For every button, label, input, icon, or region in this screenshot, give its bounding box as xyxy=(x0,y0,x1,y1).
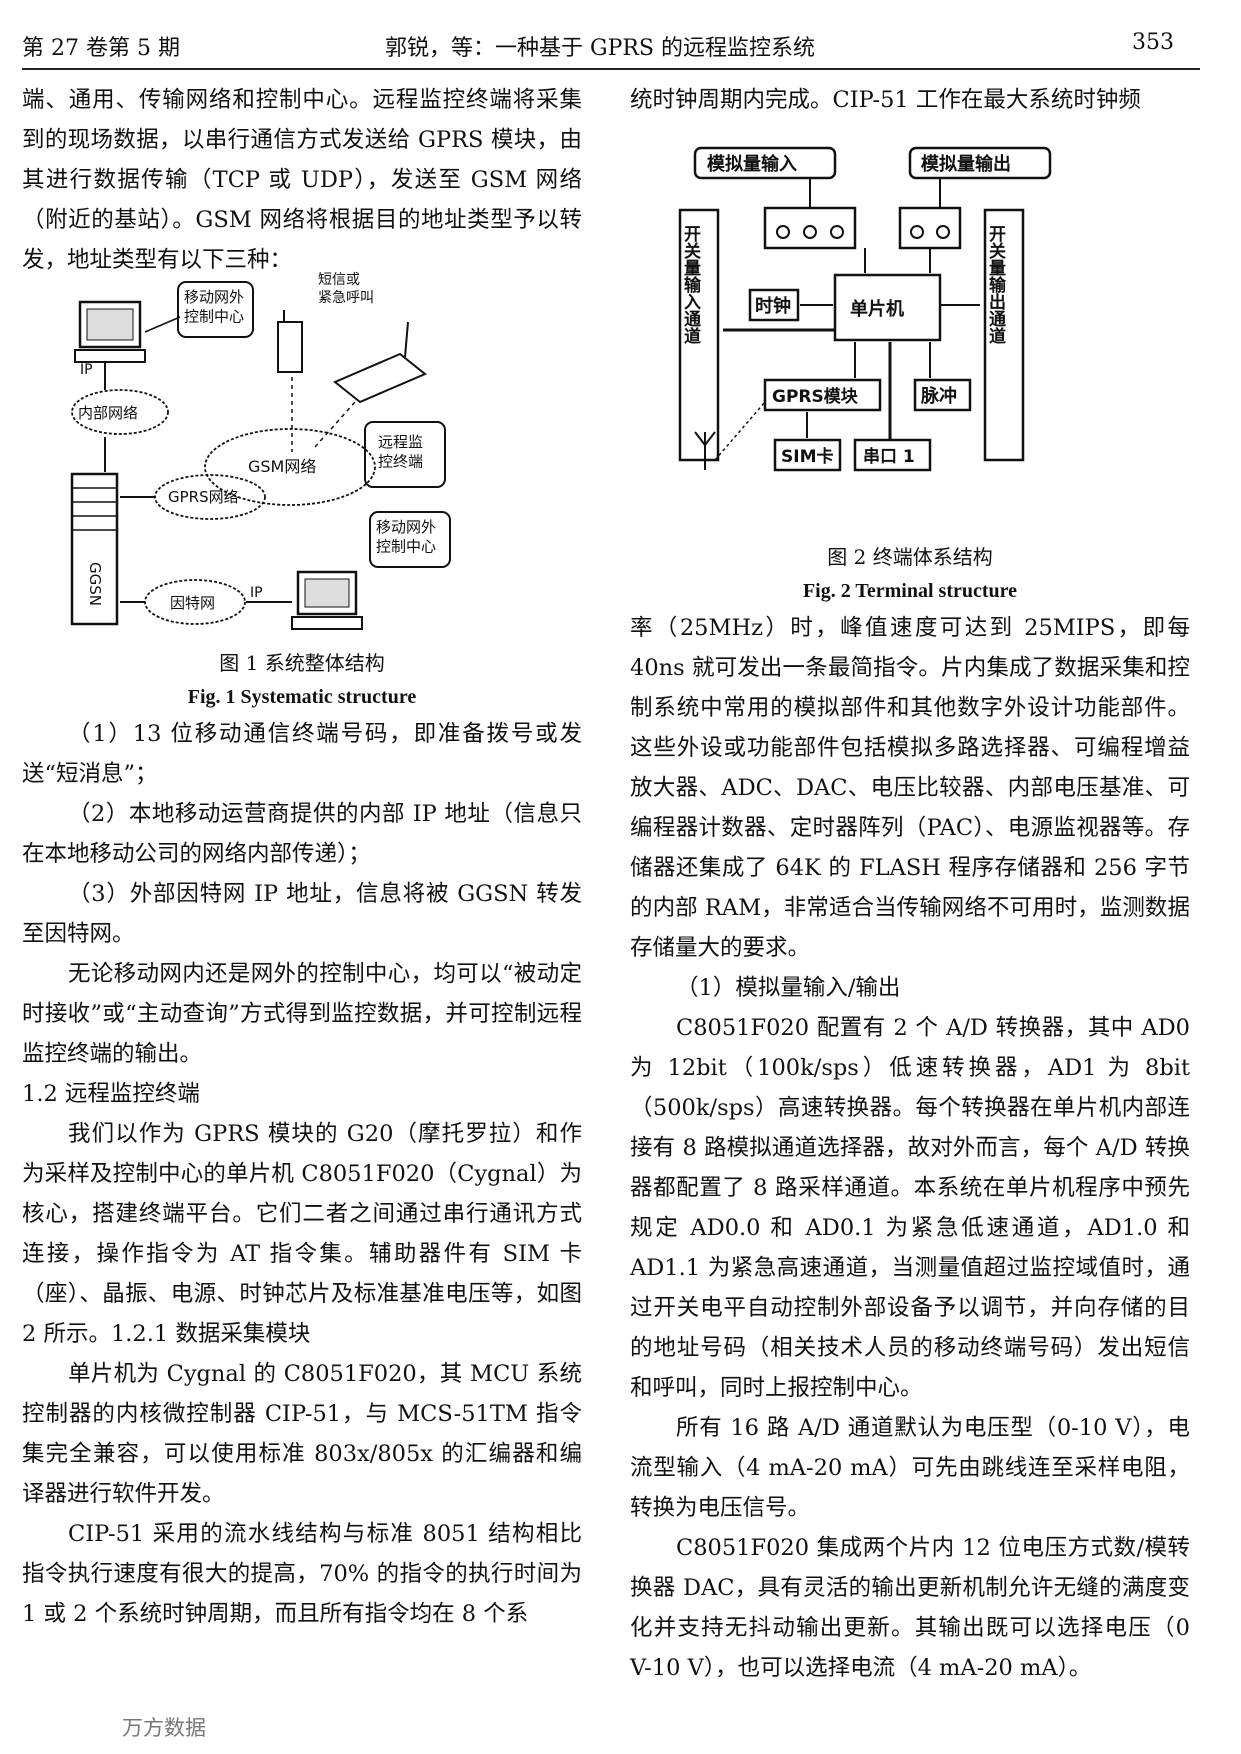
fig1-label: 远程监控终端 xyxy=(378,433,423,471)
fig2-label: 模拟量输入 xyxy=(707,153,797,175)
fig2-label: SIM卡 xyxy=(781,446,834,467)
modem-icon xyxy=(333,321,427,404)
paragraph: （2）本地移动运营商提供的内部 IP 地址（信息只在本地移动公司的网络内部传递）… xyxy=(22,801,582,867)
left-column-top: 端、通用、传输网络和控制中心。远程监控终端将采集到的现场数据，以串行通信方式发送… xyxy=(22,80,582,280)
fig2-label: 开关量输入通道 xyxy=(680,225,701,344)
paragraph: 我们以作为 GPRS 模块的 G20（摩托罗拉）和作为采样及控制中心的单片机 C… xyxy=(22,1121,582,1347)
right-column-bottom: 图 2 终端体系结构 Fig. 2 Terminal structure 率（2… xyxy=(630,540,1190,1688)
ggsn-stack xyxy=(70,472,119,626)
fig2-caption-cn: 图 2 终端体系结构 xyxy=(827,545,993,569)
fig1-label: 移动网外控制中心 xyxy=(184,288,244,326)
computer-icon xyxy=(74,300,146,363)
fig1-label: 移动网外控制中心 xyxy=(376,518,436,556)
paragraph: C8051F020 配置有 2 个 A/D 转换器，其中 AD0 为 12bit… xyxy=(630,1015,1190,1401)
paragraph: 率（25MHz）时，峰值速度可达到 25MIPS，即每 40ns 就可发出一条最… xyxy=(630,615,1190,961)
phone-icon xyxy=(277,310,303,373)
fig2-label: 时钟 xyxy=(755,295,791,317)
fig2-label: 脉冲 xyxy=(920,385,957,407)
fig1-label: 因特网 xyxy=(170,594,215,612)
paragraph: 无论移动网内还是网外的控制中心，均可以“被动定时接收”或“主动查询”方式得到监控… xyxy=(22,961,582,1067)
computer-icon xyxy=(291,570,363,630)
fig1-caption-en: Fig. 1 Systematic structure xyxy=(187,686,417,708)
fig1-label: GPRS网络 xyxy=(168,488,239,506)
fig1-label: 内部网络 xyxy=(78,404,138,422)
paragraph: （1）模拟量输入/输出 xyxy=(676,975,901,1001)
running-title: 郭锐，等：一种基于 GPRS 的远程监控系统 xyxy=(385,36,816,61)
fig2-label: 串口 1 xyxy=(863,446,915,467)
fig2-diagram: 模拟量输入 模拟量输出 开关量输入通道 开关量输出通道 时钟 单片机 GPRS模… xyxy=(678,146,1052,472)
page-number: 353 xyxy=(1132,30,1174,55)
journal-issue: 第 27 卷第 5 期 xyxy=(22,36,180,61)
watermark: 万方数据 xyxy=(122,1716,206,1740)
fig1-diagram: 移动网外控制中心 短信或紧急呼叫 IP 内部网络 GSM网络 GPRS网络 远程… xyxy=(70,272,451,630)
figure-1: 移动网外控制中心 短信或紧急呼叫 IP 内部网络 GSM网络 GPRS网络 远程… xyxy=(60,262,560,642)
fig2-caption-en: Fig. 2 Terminal structure xyxy=(802,580,1018,602)
paragraph: 单片机为 Cygnal 的 C8051F020，其 MCU 系统控制器的内核微控… xyxy=(22,1361,582,1507)
figure-2: 模拟量输入 模拟量输出 开关量输入通道 开关量输出通道 时钟 单片机 GPRS模… xyxy=(675,140,1075,540)
antenna-icon xyxy=(694,401,766,470)
fig1-label: 短信或紧急呼叫 xyxy=(318,272,374,306)
paragraph: 端、通用、传输网络和控制中心。远程监控终端将采集到的现场数据，以串行通信方式发送… xyxy=(22,87,582,273)
fig1-label: IP xyxy=(80,362,93,378)
paragraph: 所有 16 路 A/D 通道默认为电压型（0-10 V），电流型输入（4 mA-… xyxy=(630,1415,1190,1521)
fig2-label: 模拟量输出 xyxy=(921,153,1011,175)
fig1-label: IP xyxy=(250,585,263,601)
fig2-label: 单片机 xyxy=(850,298,904,320)
paragraph: （3）外部因特网 IP 地址，信息将被 GGSN 转发至因特网。 xyxy=(22,881,582,947)
paragraph: C8051F020 集成两个片内 12 位电压方式数/模转换器 DAC，具有灵活… xyxy=(630,1535,1190,1681)
fig1-label: GSM网络 xyxy=(248,457,316,476)
left-column-bottom: 图 1 系统整体结构 Fig. 1 Systematic structure （… xyxy=(22,646,582,1634)
fig1-label: GGSN xyxy=(86,562,104,606)
paragraph: 统时钟周期内完成。CIP-51 工作在最大系统时钟频 xyxy=(630,87,1141,113)
section-heading: 1.2 远程监控终端 xyxy=(22,1081,200,1107)
paragraph: CIP-51 采用的流水线结构与标准 8051 结构相比指令执行速度有很大的提高… xyxy=(22,1521,582,1627)
right-column-top: 统时钟周期内完成。CIP-51 工作在最大系统时钟频 xyxy=(630,80,1190,120)
fig1-caption-cn: 图 1 系统整体结构 xyxy=(219,651,385,675)
fig2-label: GPRS模块 xyxy=(772,386,859,407)
fig2-label: 开关量输出通道 xyxy=(985,225,1006,344)
header-rule xyxy=(22,68,1200,70)
paragraph: （1）13 位移动通信终端号码，即准备拨号或发送“短消息”； xyxy=(22,721,582,787)
